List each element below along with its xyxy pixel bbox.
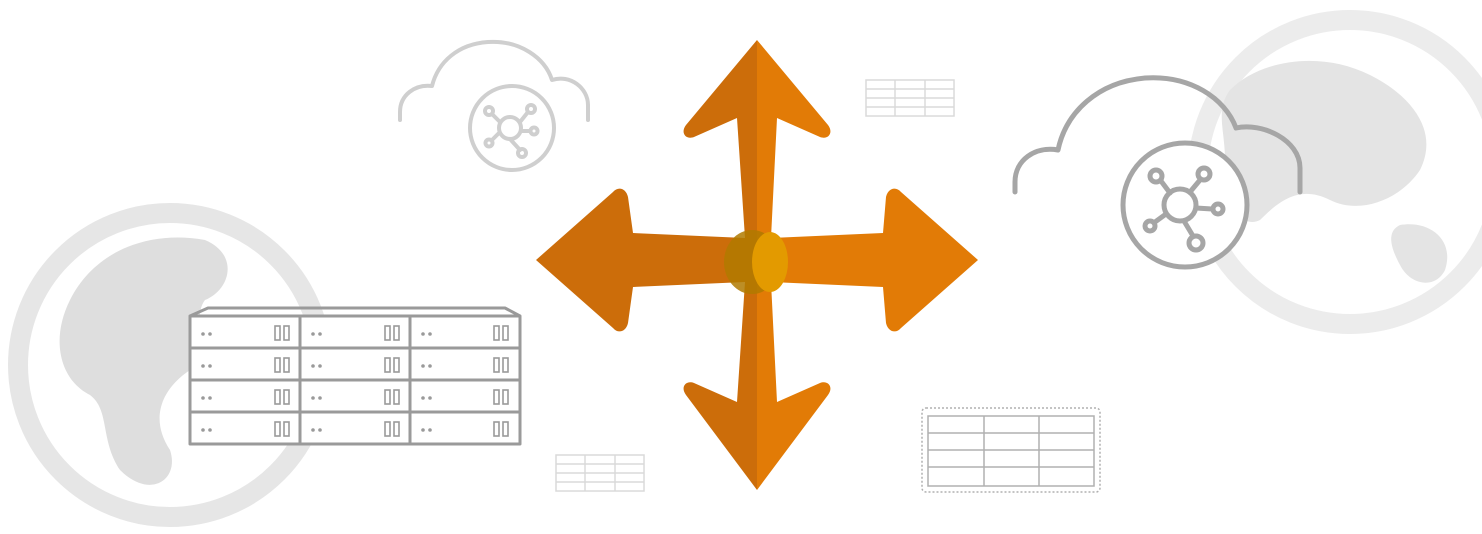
arrow-shape-right-half <box>757 40 978 490</box>
server-rack-icon-large <box>188 306 522 446</box>
server-rack-icon-dashed <box>921 407 1101 493</box>
server-rack-large-slots <box>274 325 509 437</box>
cloud-network-icon-large <box>1012 75 1303 270</box>
arrow-center-highlight <box>752 232 788 292</box>
cloud-network-icon-small <box>398 39 590 172</box>
arrow-shape-left-half <box>536 40 757 490</box>
server-rack-icon-small-bottom <box>555 454 645 492</box>
four-way-arrows-icon <box>536 40 978 490</box>
server-rack-large-leds <box>201 332 432 432</box>
server-rack-icon-small-top <box>865 79 955 117</box>
globe-icon-right <box>1188 10 1482 334</box>
